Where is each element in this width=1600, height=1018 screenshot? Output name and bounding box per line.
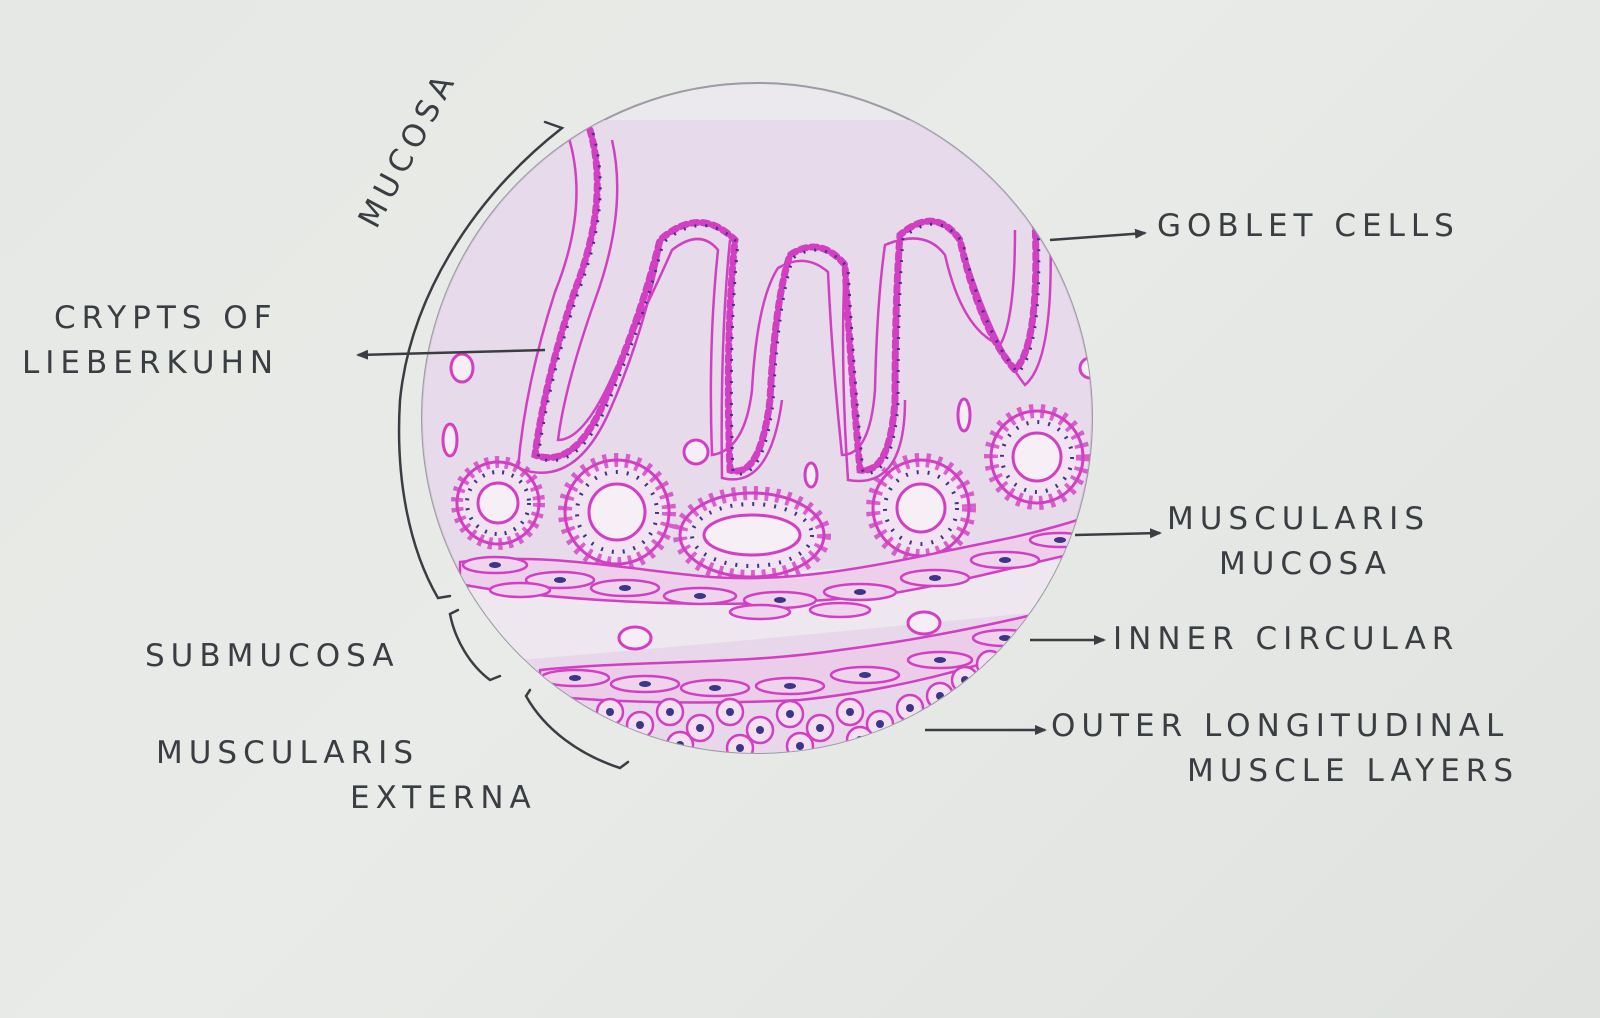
crypts-line-2: LIEBERKUHN xyxy=(22,344,280,381)
inner-circular-nuclei xyxy=(569,635,1011,691)
pointer-arrows xyxy=(356,228,1162,735)
crypt-5 xyxy=(984,404,1090,510)
arrow-goblet-cells xyxy=(1049,228,1147,242)
arrow-muscularis-mucosa xyxy=(1074,528,1162,539)
villus-inner-edge xyxy=(556,139,1017,457)
label-goblet-cells: GOBLET CELLS xyxy=(1157,204,1460,249)
crypt-2 xyxy=(558,453,676,571)
label-crypts-of-lieberkuhn: CRYPTS OF LIEBERKUHN xyxy=(22,296,279,386)
outer-line-1: OUTER LONGITUDINAL xyxy=(1051,708,1510,744)
muscularis-mucosa-nuclei xyxy=(489,537,1066,603)
crypt-3 xyxy=(673,486,831,584)
villus-outer-edge xyxy=(531,126,1040,475)
crypt-1 xyxy=(451,456,545,550)
muscularis-mucosa-line-2: MUCOSA xyxy=(1219,545,1392,582)
muscularis-externa-bracket xyxy=(524,688,630,770)
inner-circular-text: INNER CIRCULAR xyxy=(1113,621,1460,657)
scattered-cells xyxy=(441,352,1092,651)
submucosa-text: SUBMUCOSA xyxy=(145,638,400,674)
label-inner-circular: INNER CIRCULAR xyxy=(1113,617,1459,662)
submucosa-bracket xyxy=(448,608,502,682)
muscularis-externa-line-1: MUSCULARIS xyxy=(156,735,419,771)
inner-circular-layer xyxy=(538,610,1047,704)
label-muscularis-externa: MUSCULARIS EXTERNA xyxy=(156,731,537,821)
label-outer-longitudinal: OUTER LONGITUDINAL MUSCLE LAYERS xyxy=(1051,704,1519,794)
arrow-crypts xyxy=(356,348,546,360)
crypt-4 xyxy=(866,453,976,563)
muscularis-mucosa-line-1: MUSCULARIS xyxy=(1167,501,1430,537)
label-submucosa: SUBMUCOSA xyxy=(145,634,400,679)
muscularis-externa-line-2: EXTERNA xyxy=(350,779,537,816)
outer-line-2: MUSCLE LAYERS xyxy=(1187,752,1519,789)
crypts-line-1: CRYPTS OF xyxy=(54,300,278,336)
label-muscularis-mucosa: MUSCULARIS MUCOSA xyxy=(1167,497,1430,587)
goblet-cells-text: GOBLET CELLS xyxy=(1157,208,1460,244)
mucosa-bracket xyxy=(397,120,565,600)
brackets xyxy=(397,120,630,770)
specimen-section xyxy=(421,82,1093,754)
